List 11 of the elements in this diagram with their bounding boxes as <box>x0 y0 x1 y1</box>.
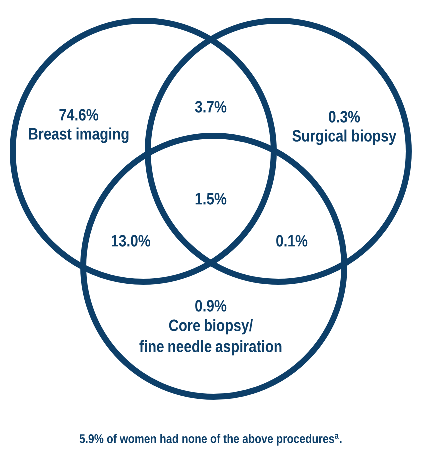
percentage-label: 1.5% <box>196 193 227 205</box>
caption: 5.9% of women had none of the above procedures$^{a}$. <box>80 434 342 446</box>
category-label: Surgical biopsy <box>292 130 397 146</box>
percentage-label: 0.1% <box>276 235 308 247</box>
category-label: Core biopsy/ fine needle aspiration <box>140 319 282 356</box>
percentage-label: 0.3% <box>329 111 360 123</box>
percentage-label: 74.6% <box>60 109 98 121</box>
percentage-label: 0.9% <box>196 300 227 312</box>
percentage-label: 3.7% <box>195 101 227 113</box>
category-label: Breast imaging <box>29 128 129 144</box>
percentage-label: 13.0% <box>112 235 150 247</box>
